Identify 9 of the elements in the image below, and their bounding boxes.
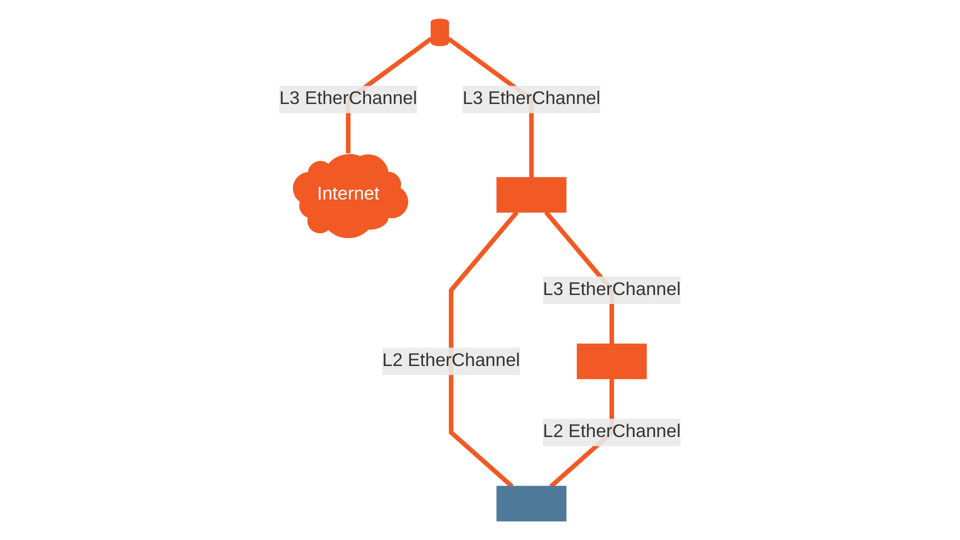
- node-box: [496, 177, 566, 213]
- edge-label: L3 EtherChannel: [462, 89, 600, 109]
- node-box: [496, 486, 566, 522]
- node-cylinder: [430, 18, 450, 46]
- edge-label: L2 EtherChannel: [542, 422, 681, 442]
- edge-label: L3 EtherChannel: [542, 280, 681, 300]
- node-box: [576, 344, 647, 380]
- edge-label: L3 EtherChannel: [279, 89, 418, 109]
- edge-label: L2 EtherChannel: [382, 351, 520, 371]
